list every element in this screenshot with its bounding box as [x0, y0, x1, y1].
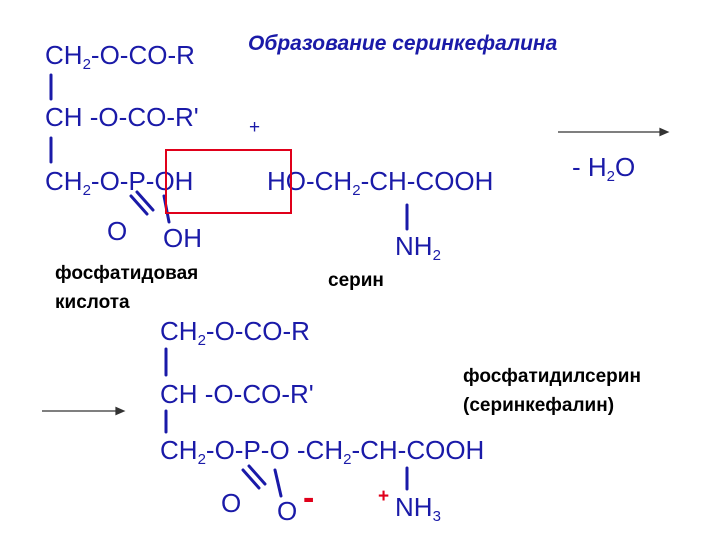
product-label-line2: (серинкефалин)	[463, 395, 615, 417]
reactant2-formula: HO-CH2-CH-COOH	[267, 166, 494, 199]
product-row3: CH2-O-P-O -CH2-CH-COOH	[160, 435, 485, 468]
product-arrow-head	[115, 406, 126, 416]
product-oxygen-anion: O	[277, 496, 298, 526]
plus-sign: +	[249, 117, 261, 138]
product-label-line1: фосфатидилсерин	[463, 366, 641, 387]
reactant2-label: серин	[328, 270, 384, 291]
product-label: фосфатидилсерин (серинкефалин)	[463, 362, 641, 421]
reactant1-row2: CH -O-CO-R'	[45, 102, 199, 132]
reactant1-row1: CH2-O-CO-R	[45, 40, 195, 73]
product-row1: CH2-O-CO-R	[160, 316, 310, 349]
bond-product-p-o-minus	[273, 468, 283, 498]
reactant1-label-line2: кислота	[55, 292, 130, 314]
product-row2: CH -O-CO-R'	[160, 379, 314, 409]
water-elimination: - H2O	[572, 152, 636, 185]
bond-p-o-double-2	[135, 190, 155, 212]
reactant1-hydroxyl: OH	[163, 223, 202, 253]
water-elimination-highlight-box	[165, 149, 292, 214]
bond-p-o-double-1	[129, 194, 149, 216]
product-ammonium: NH3	[395, 492, 441, 525]
negative-charge: -	[303, 479, 315, 517]
bond-product-p-o-double-2	[247, 464, 267, 486]
reactant1-label-line1: фосфатидовая	[55, 263, 199, 284]
reaction-arrow-head	[659, 127, 670, 137]
reactant2-amino: NH2	[395, 231, 441, 264]
reactant1-oxygen: O	[107, 216, 128, 246]
bond-product-p-o-double-1	[241, 468, 261, 490]
positive-charge: +	[378, 486, 390, 507]
reactant1-row3: CH2-O-P-OH	[45, 166, 194, 199]
reactant1-label: фосфатидовая кислота	[55, 259, 198, 318]
product-oxygen: O	[221, 488, 242, 518]
diagram-title: Образование серинкефалина	[248, 32, 558, 55]
